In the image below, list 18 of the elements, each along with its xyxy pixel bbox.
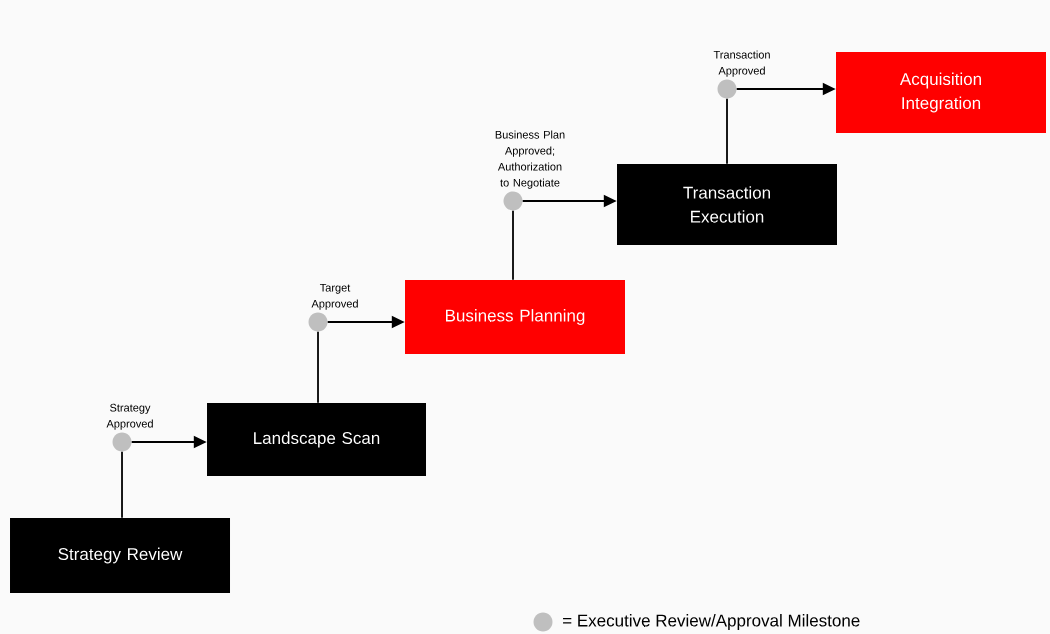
milestone-circle [717,79,737,99]
connector-line [121,450,123,519]
milestone-label: Target Approved [311,283,358,310]
process-box: Acquisition Integration [836,52,1046,133]
connector-line [317,330,319,404]
process-box: Strategy Review [10,518,230,593]
milestone-circle [112,432,132,452]
legend-text: = Executive Review/Approval Milestone [563,614,860,630]
process-box: Business Planning [405,280,625,354]
milestone-circle [308,312,328,332]
milestone-circle [503,191,523,211]
connector-line [512,209,514,281]
connector-line [726,97,728,165]
process-box: Transaction Execution [617,164,837,245]
milestone-label: Transaction Approved [713,50,770,77]
milestone-label: Strategy Approved [106,403,153,430]
process-box: Landscape Scan [207,403,426,476]
milestone-label: Business Plan Approved; Authorization to Negotiate [495,130,565,189]
